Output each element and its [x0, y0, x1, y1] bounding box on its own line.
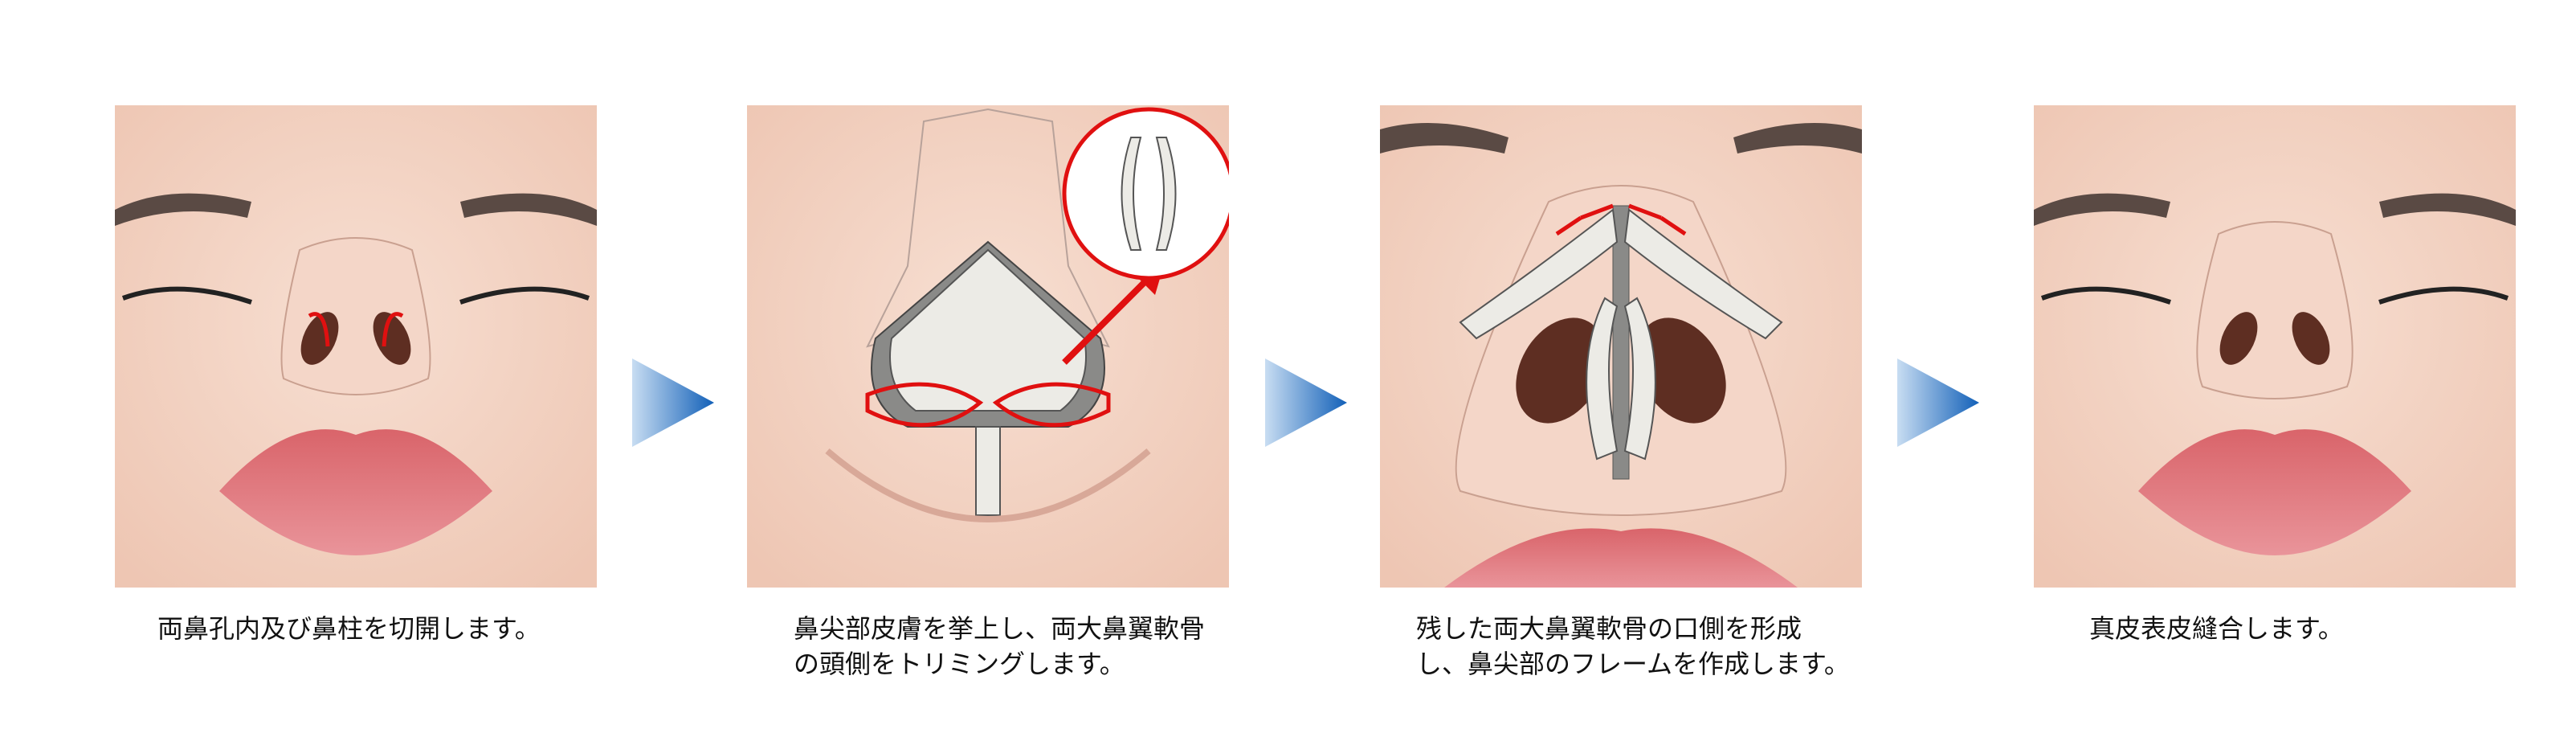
step1-illustration	[115, 105, 597, 588]
incision-left	[308, 312, 330, 347]
trimmed-cartilage-callout	[1062, 107, 1229, 281]
step-arrow-1	[632, 358, 714, 447]
right-eyebrow	[460, 193, 597, 226]
step1-caption: 両鼻孔内及び鼻柱を切開します。	[157, 611, 541, 646]
step-arrow-3	[1897, 358, 1979, 447]
step3-caption: 残した両大鼻翼軟骨の口側を形成 し、鼻尖部のフレームを作成します。	[1416, 611, 1850, 682]
step2-illustration	[747, 105, 1229, 588]
left-eye	[121, 286, 252, 305]
lips	[219, 429, 492, 555]
step-arrow-2	[1265, 358, 1347, 447]
left-eyebrow	[115, 193, 251, 226]
right-eye	[459, 286, 590, 305]
incision-right	[382, 312, 404, 347]
caption-line: 真皮表皮縫合します。	[2089, 613, 2344, 644]
caption-line: の頭側をトリミングします。	[794, 649, 1125, 679]
caption-line: 両鼻孔内及び鼻柱を切開します。	[157, 613, 541, 644]
alar-cartilage	[889, 248, 1087, 412]
caption-line: し、鼻尖部のフレームを作成します。	[1416, 649, 1850, 679]
step4-caption: 真皮表皮縫合します。	[2089, 611, 2344, 646]
step2-caption: 鼻尖部皮膚を挙上し、両大鼻翼軟骨 の頭側をトリミングします。	[794, 611, 1205, 682]
caption-line: 鼻尖部皮膚を挙上し、両大鼻翼軟骨	[794, 613, 1206, 644]
step4-illustration	[2034, 105, 2516, 588]
nose	[280, 237, 431, 395]
caption-line: 残した両大鼻翼軟骨の口側を形成	[1416, 613, 1802, 644]
step3-illustration	[1380, 105, 1862, 588]
